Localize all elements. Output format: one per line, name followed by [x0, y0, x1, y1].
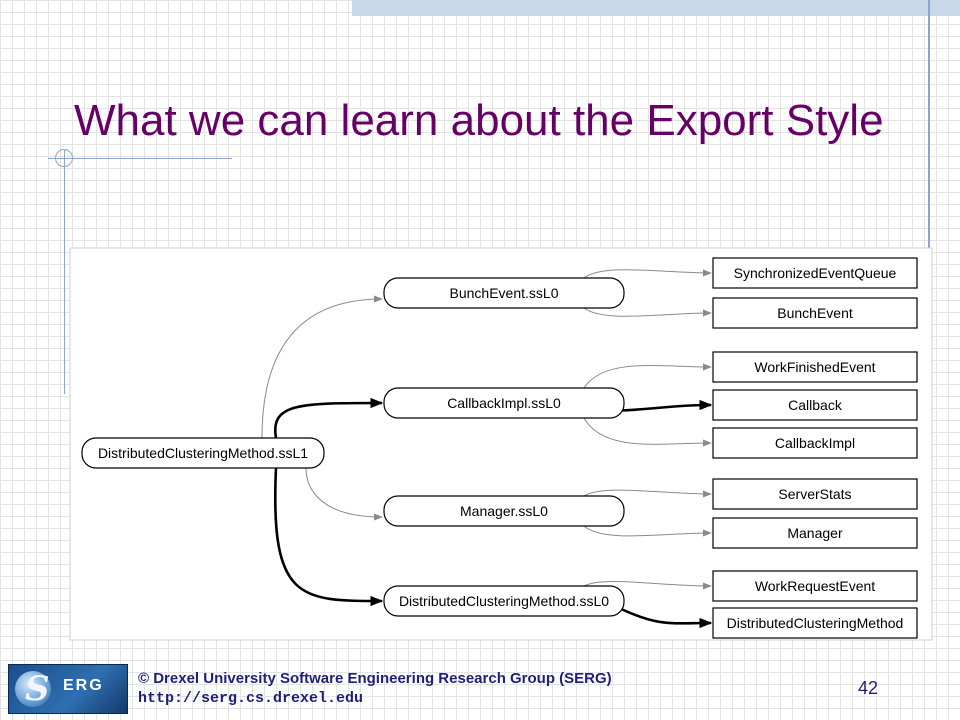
edge-g4-to-c9: [619, 607, 713, 629]
class-node-box: [712, 257, 918, 289]
group-node-label: DistributedClusteringMethod.ssL0: [399, 593, 609, 609]
group-node-box: [383, 585, 625, 617]
logo-letter: S: [25, 669, 50, 709]
class-node-box: [712, 570, 918, 602]
class-node: Callback: [712, 389, 918, 421]
edge-root-to-g2: [273, 397, 384, 439]
edge-root-to-g3: [305, 467, 383, 521]
class-node-box: [712, 351, 918, 383]
class-node-label: ServerStats: [778, 486, 851, 502]
group-node: DistributedClusteringMethod.ssL0: [383, 585, 625, 617]
right-decor-rule: [928, 0, 930, 248]
group-node: BunchEvent.ssL0: [383, 277, 625, 309]
class-node-box: [712, 607, 918, 639]
edge-g2-to-c3: [583, 363, 712, 389]
top-decor-band: [352, 0, 960, 16]
root-node-label: DistributedClusteringMethod.ssL1: [98, 445, 308, 461]
class-node: Manager: [712, 517, 918, 549]
class-node-label: WorkFinishedEvent: [754, 359, 875, 375]
class-node-label: WorkRequestEvent: [755, 578, 875, 594]
class-node-label: CallbackImpl: [775, 435, 855, 451]
root-node-box: [81, 437, 325, 469]
serg-logo: S ERG: [8, 664, 128, 714]
crosshair-icon: [55, 149, 73, 167]
group-node: Manager.ssL0: [383, 495, 625, 527]
group-node-box: [383, 277, 625, 309]
group-node-label: BunchEvent.ssL0: [450, 285, 559, 301]
class-node: DistributedClusteringMethod: [712, 607, 918, 639]
class-node: ServerStats: [712, 478, 918, 510]
class-node-box: [712, 517, 918, 549]
class-node-label: BunchEvent: [777, 305, 853, 321]
left-decor-rule: [64, 150, 65, 394]
class-node-box: [712, 297, 918, 329]
logo-globe-icon: [15, 671, 51, 707]
group-node-label: Manager.ssL0: [460, 503, 548, 519]
class-node: CallbackImpl: [712, 427, 918, 459]
edge-g4-to-c8: [583, 581, 712, 590]
edge-g1-to-c1: [583, 269, 712, 279]
footer-copyright: © Drexel University Software Engineering…: [138, 670, 612, 687]
class-node-box: [712, 389, 918, 421]
logo-text: ERG: [63, 677, 104, 694]
class-node-label: Callback: [788, 397, 843, 413]
class-node-label: DistributedClusteringMethod: [727, 615, 904, 631]
group-node-box: [383, 495, 625, 527]
edge-root-to-g4: [274, 467, 384, 607]
class-node: WorkRequestEvent: [712, 570, 918, 602]
class-node-label: Manager: [787, 525, 843, 541]
class-node-box: [712, 478, 918, 510]
edge-g2-to-c4: [619, 399, 713, 412]
diagram-nodes: DistributedClusteringMethod.ssL1 BunchEve…: [81, 257, 918, 639]
edge-g2-to-c5: [583, 417, 712, 447]
class-node: SynchronizedEventQueue: [712, 257, 918, 289]
diagram-edges: [261, 269, 713, 629]
slide-title: What we can learn about the Export Style: [74, 96, 884, 145]
page-number: 42: [858, 678, 879, 698]
class-node-label: SynchronizedEventQueue: [734, 265, 897, 281]
class-node-box: [712, 427, 918, 459]
edge-g1-to-c2: [583, 307, 712, 317]
edge-g3-to-c6: [583, 489, 712, 498]
edge-root-to-g1: [261, 295, 383, 439]
class-node: WorkFinishedEvent: [712, 351, 918, 383]
group-node-label: CallbackImpl.ssL0: [447, 395, 561, 411]
class-node: BunchEvent: [712, 297, 918, 329]
footer-url: http://serg.cs.drexel.edu: [138, 690, 364, 707]
group-node-box: [383, 387, 625, 419]
edge-g3-to-c7: [583, 525, 712, 537]
group-node: CallbackImpl.ssL0: [383, 387, 625, 419]
root-node: DistributedClusteringMethod.ssL1: [81, 437, 325, 469]
title-underline: [48, 158, 232, 159]
